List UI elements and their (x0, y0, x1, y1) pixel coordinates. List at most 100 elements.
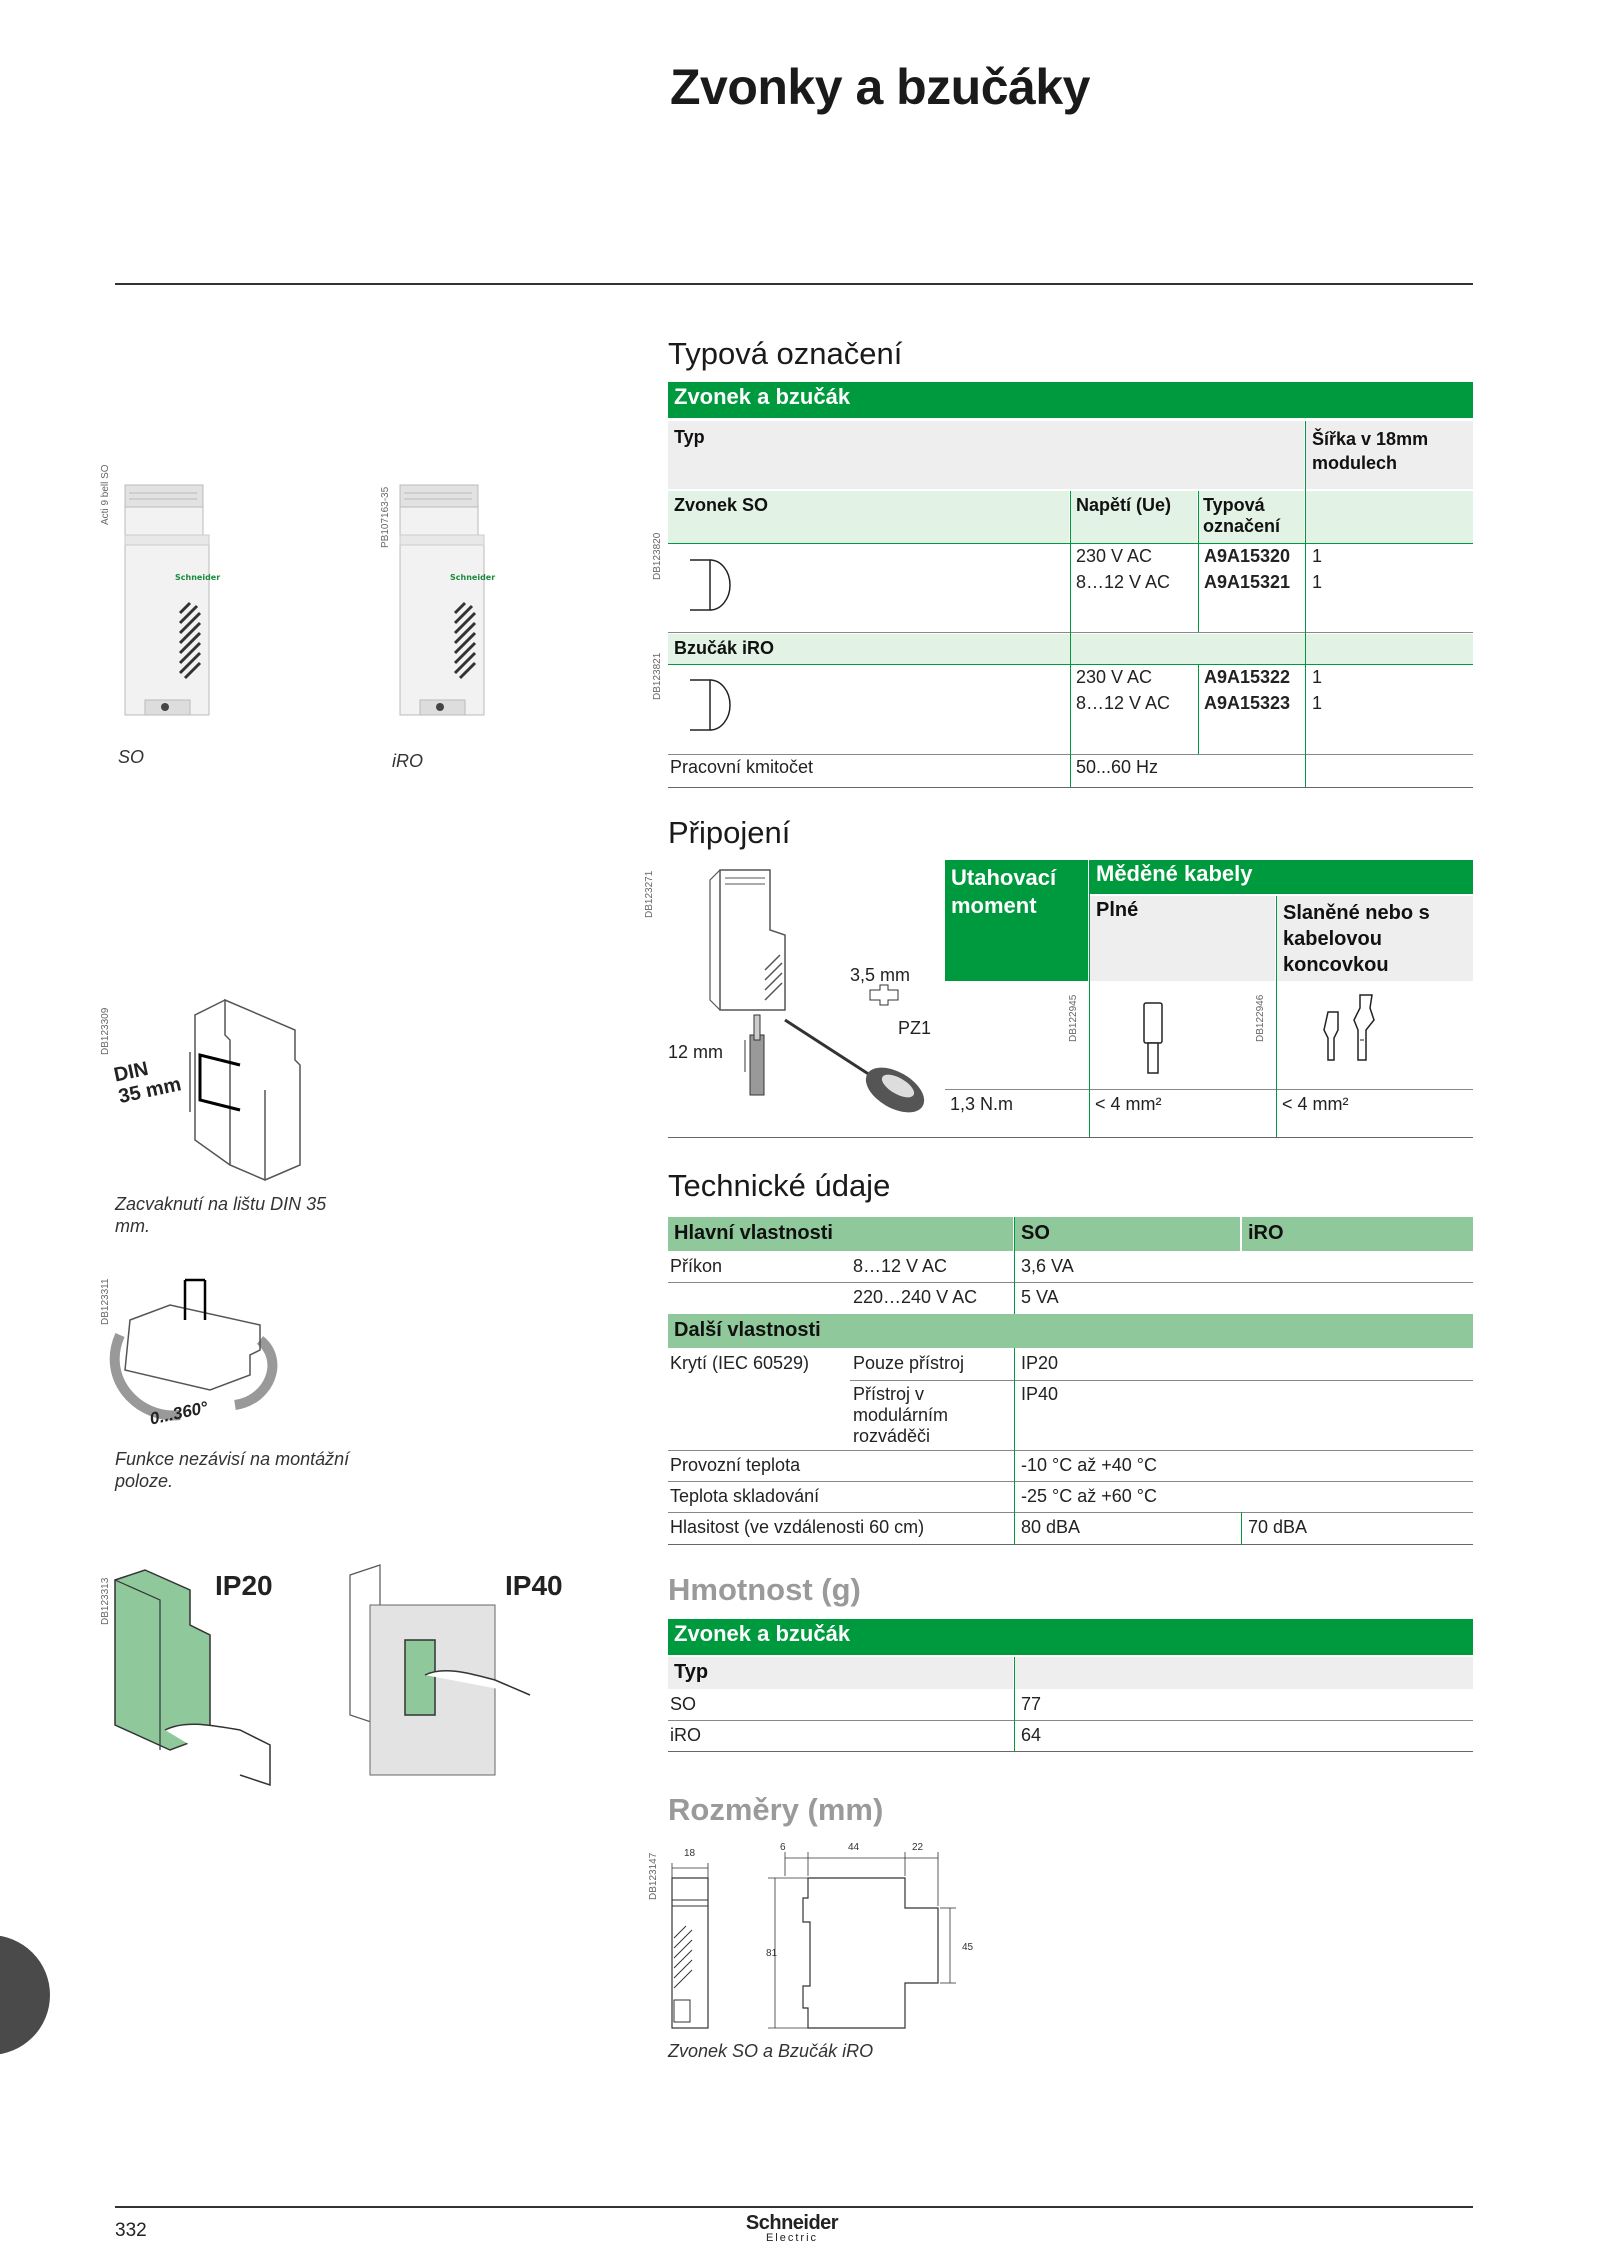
dim-6: 6 (780, 1842, 786, 1853)
typova-typ-header: Typ (668, 421, 1304, 489)
plne-header: Plné (1090, 896, 1275, 981)
freq-value: 50...60 Hz (1076, 757, 1159, 777)
hmotnost-typ-header: Typ (668, 1657, 1013, 1689)
din-rail-drawing (189, 998, 301, 1181)
zvonek-so-label: Zvonek SO (668, 491, 1069, 543)
symbol-code: DB123821 (652, 652, 663, 700)
ip20-drawing (114, 1569, 271, 1787)
photo-code: Acti 9 bell SO (100, 464, 111, 525)
hlasitost-so: 80 dBA (1021, 1517, 1081, 1537)
sirka-value: 1 (1312, 667, 1323, 687)
napeti-value: 8…12 V AC (1076, 572, 1171, 592)
hmotnost-value: 77 (1021, 1694, 1042, 1714)
dim-22: 22 (912, 1842, 924, 1853)
ip20-label: IP20 (215, 1570, 273, 1601)
kryti-podminka: Pouze přístroj (853, 1353, 965, 1373)
drawing-code: DB122946 (1255, 994, 1266, 1042)
din-caption: Zacvaknutí na lištu DIN 35 mm. (115, 1194, 327, 1236)
drawing-code: DB123147 (648, 1852, 659, 1900)
col-typova-header: Typová označení (1199, 491, 1304, 543)
reference-value: A9A15323 (1204, 693, 1291, 713)
col-sirka-blank (1306, 491, 1473, 543)
col-iro-header: iRO (1242, 1217, 1473, 1251)
top-rule (115, 283, 1473, 285)
symbol-code: DB123820 (652, 532, 663, 580)
connection-drawing (709, 869, 925, 1113)
dim-81: 81 (766, 1948, 778, 1959)
col-napeti-header: Napětí (Ue) (1071, 491, 1197, 543)
page-title: Zvonky a bzučáky (670, 59, 1090, 115)
hmotnost-value-header (1015, 1657, 1473, 1689)
prikon-napeti: 8…12 V AC (853, 1256, 948, 1276)
typova-bar: Zvonek a bzučák (668, 382, 1473, 418)
plne-value: < 4 mm² (1095, 1094, 1162, 1114)
provozni-value: -10 °C až +40 °C (1021, 1455, 1157, 1475)
section-heading-hmotnost: Hmotnost (g) (668, 1572, 861, 1607)
skladovani-label: Teplota skladování (670, 1486, 820, 1506)
photo-caption: SO (118, 747, 145, 767)
dim-45: 45 (962, 1942, 974, 1953)
section-heading-typova: Typová označení (668, 336, 903, 371)
typova-sirka-header: Šířka v 18mm modulech (1306, 421, 1473, 489)
utahovaci-header: Utahovací moment (945, 860, 1088, 981)
section-heading-rozmery: Rozměry (mm) (668, 1792, 884, 1827)
sirka-value: 1 (1312, 693, 1323, 713)
prikon-so: 5 VA (1021, 1287, 1059, 1307)
section-heading-pripojeni: Připojení (668, 815, 791, 850)
drawing-code: DB122945 (1068, 994, 1079, 1042)
dimension-drawing (671, 1852, 956, 2029)
kryti-podminka: Přístroj v modulárním rozváděči (853, 1384, 949, 1446)
device-so-image: Schneider (124, 484, 220, 716)
dim-18: 18 (684, 1848, 696, 1859)
drawing-code: DB123271 (644, 870, 655, 918)
solid-cable-icon (1143, 1002, 1163, 1074)
rotation-drawing (109, 1278, 278, 1421)
freq-label: Pracovní kmitočet (670, 757, 814, 777)
medene-header: Měděné kabely (1090, 860, 1473, 894)
hmotnost-bar: Zvonek a bzučák (668, 1619, 1473, 1655)
col-so-header: SO (1015, 1217, 1240, 1251)
reference-value: A9A15321 (1204, 572, 1291, 592)
dalsi-header: Další vlastnosti (668, 1314, 1473, 1348)
reference-value: A9A15322 (1204, 667, 1291, 687)
kryti-so: IP20 (1021, 1353, 1059, 1373)
provozni-label: Provozní teplota (670, 1455, 801, 1475)
bell-symbol (690, 559, 731, 611)
schneider-logo: Schneider Electric (745, 2212, 839, 2244)
reference-value: A9A15320 (1204, 546, 1291, 566)
skladovani-value: -25 °C až +60 °C (1021, 1486, 1157, 1506)
screw-size-label: 3,5 mm (850, 965, 911, 985)
prikon-label: Příkon (670, 1256, 723, 1276)
section-heading-technicke: Technické údaje (668, 1168, 891, 1203)
dimension-labels: 18 6 44 22 81 45 (684, 1842, 974, 1959)
bottom-rule (115, 2206, 1473, 2208)
hlavni-header: Hlavní vlastnosti (668, 1217, 1013, 1251)
photo-caption: iRO (392, 751, 423, 771)
kryti-label: Krytí (IEC 60529) (670, 1353, 810, 1373)
page-number: 332 (115, 2220, 147, 2241)
rozmery-caption: Zvonek SO a Bzučák iRO (668, 2041, 874, 2061)
prikon-napeti: 220…240 V AC (853, 1287, 978, 1307)
screwdriver-label: PZ1 (898, 1018, 932, 1038)
ip40-label: IP40 (505, 1570, 563, 1601)
sirka-value: 1 (1312, 572, 1323, 592)
svg-text:Schneider: Schneider (450, 573, 495, 582)
dim-44: 44 (848, 1842, 860, 1853)
svg-text:Schneider: Schneider (175, 573, 220, 582)
moment-value: 1,3 N.m (950, 1094, 1014, 1114)
napeti-value: 230 V AC (1076, 546, 1153, 566)
device-iro-image: Schneider (399, 484, 495, 716)
sirka-value: 1 (1312, 546, 1323, 566)
chapter-tab (0, 1935, 50, 2055)
hmotnost-typ: iRO (670, 1725, 701, 1745)
kryti-so: IP40 (1021, 1384, 1059, 1404)
prikon-so: 3,6 VA (1021, 1256, 1074, 1276)
strip-length-label: 12 mm (668, 1042, 724, 1062)
hmotnost-value: 64 (1021, 1725, 1042, 1745)
rotation-caption: Funkce nezávisí na montážní poloze. (115, 1449, 350, 1491)
stranded-cable-icon (1323, 994, 1375, 1061)
hmotnost-typ: SO (670, 1694, 697, 1714)
ip40-drawing (349, 1564, 531, 1776)
hlasitost-iro: 70 dBA (1248, 1517, 1308, 1537)
buzzer-symbol (690, 679, 731, 731)
